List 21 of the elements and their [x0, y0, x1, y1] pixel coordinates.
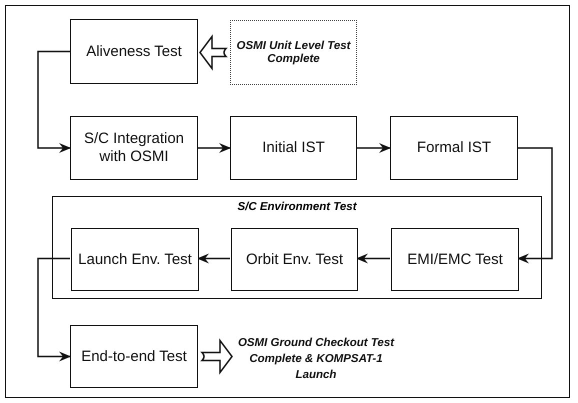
group-title: S/C Environment Test	[237, 201, 357, 213]
arrow	[517, 147, 553, 264]
arrow	[357, 143, 391, 153]
block-arrow	[201, 340, 233, 374]
process-box: End-to-end Test	[70, 325, 198, 388]
process-box: Launch Env. Test	[71, 228, 199, 291]
arrow	[37, 50, 71, 153]
process-box: Aliveness Test	[70, 19, 198, 84]
block-arrow	[199, 36, 227, 70]
arrow	[197, 254, 230, 264]
group-box	[52, 196, 542, 299]
process-box: Initial IST	[230, 116, 357, 180]
milestone-text: OSMI Ground Checkout Test Complete & KOMPSAT-1 Launch	[234, 334, 398, 384]
milestone-box: OSMI Unit Level Test Complete	[230, 20, 357, 85]
process-box: Orbit Env. Test	[231, 228, 358, 291]
process-box: S/C Integration with OSMI	[70, 116, 198, 180]
arrow	[356, 254, 390, 264]
process-box: EMI/EMC Test	[391, 228, 519, 291]
arrow	[37, 258, 71, 362]
arrow	[198, 143, 231, 153]
process-box: Formal IST	[390, 116, 518, 180]
